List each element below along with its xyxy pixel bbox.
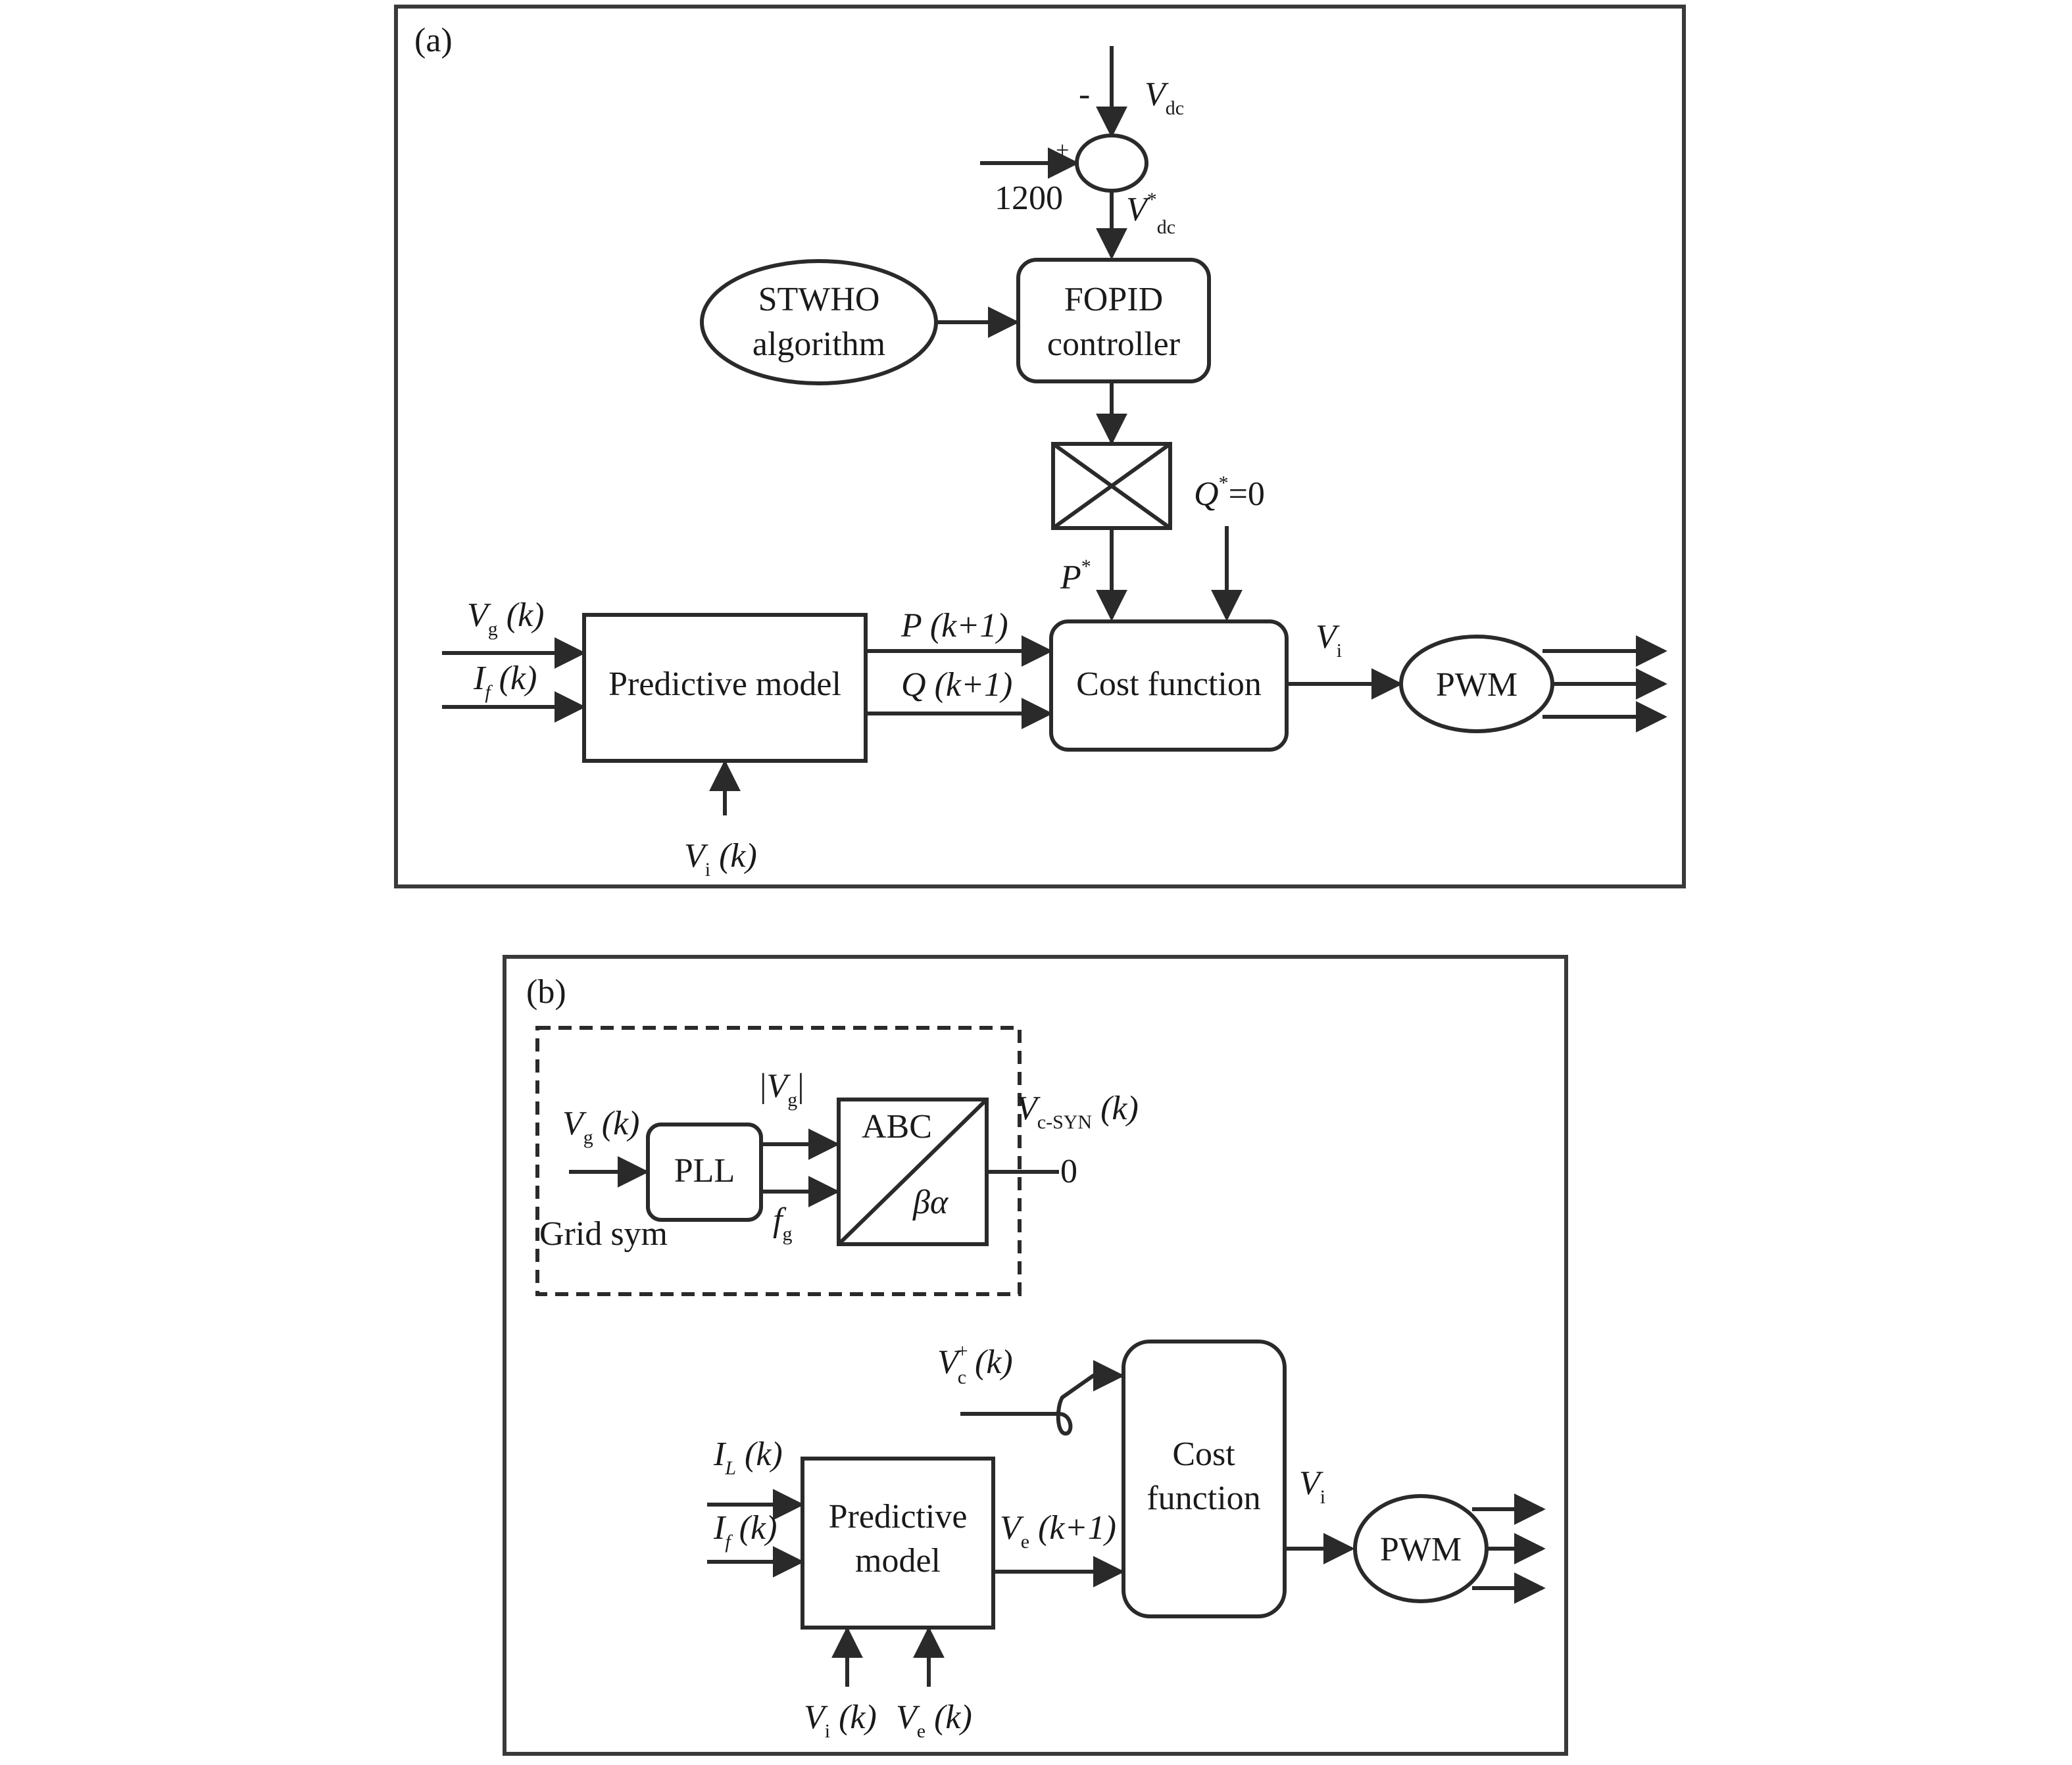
beta-alpha-label: βα: [912, 1184, 949, 1221]
panel-b-frame: [503, 955, 1568, 1756]
vdc-minus-sign: -: [1079, 76, 1090, 113]
if-k-label-a: If (k): [473, 660, 537, 703]
q-ref-label: Q*=0: [1194, 472, 1265, 513]
grid-sym-box: [535, 1026, 1022, 1296]
vg-k-label-b: Vg (k): [562, 1105, 639, 1148]
pll-block: [646, 1123, 763, 1222]
pll-label: PLL: [674, 1152, 735, 1190]
ref-1200-label: 1200: [995, 180, 1063, 217]
vi-label-b: Vi: [1299, 1464, 1325, 1508]
cost-function-label-b-line2: function: [1147, 1480, 1260, 1517]
if-k-label-b: If (k): [713, 1509, 777, 1553]
panel-b: (b) Vg (k) PLL Grid sym |Vg| fg ABC βα V…: [503, 955, 1568, 1756]
il-k-label: IL (k): [713, 1436, 783, 1479]
panel-a-label: (a): [414, 22, 453, 59]
q-next-label: Q (k+1): [901, 666, 1012, 704]
predictive-model-label-b-line2: model: [855, 1542, 941, 1580]
vg-k-label-a: Vg (k): [467, 596, 544, 640]
predictive-model-label-a: Predictive model: [608, 665, 841, 703]
ve-next-label: Ve (k+1): [1000, 1509, 1116, 1553]
p-next-label: P (k+1): [900, 607, 1008, 644]
panel-b-label: (b): [526, 973, 566, 1011]
summing-junction: [1075, 133, 1148, 193]
vi-label-a: Vi: [1316, 618, 1342, 662]
pwm-label-b: PWM: [1380, 1531, 1462, 1568]
vcsyn-zero-label: 0: [1060, 1153, 1077, 1190]
fopid-label-line1: FOPID: [1064, 281, 1163, 318]
vc-plus-label: V+c (k): [937, 1340, 1013, 1388]
ref-plus-sign: +: [1056, 137, 1069, 163]
vi-k-label-b: Vi (k): [804, 1699, 877, 1742]
pwm-label-a: PWM: [1436, 666, 1517, 704]
abc-label: ABC: [862, 1108, 932, 1146]
cost-function-block-b: [1122, 1340, 1287, 1618]
abc-block-diagonal: [837, 1098, 989, 1246]
vc-plus-wire: [960, 1360, 1125, 1436]
vcsyn-label: Vc-SYN (k): [1016, 1090, 1139, 1133]
predictive-model-block-b: [801, 1457, 995, 1630]
fopid-label-line2: controller: [1047, 326, 1180, 363]
ve-k-label-b: Ve (k): [896, 1699, 972, 1742]
cost-function-label-b-line1: Cost: [1172, 1436, 1235, 1473]
grid-sym-label: Grid sym: [539, 1215, 668, 1253]
stwho-algorithm-block: [700, 259, 938, 385]
vdc-ref-label: V*dc: [1126, 189, 1175, 238]
panel-a: (a) - Vdc + 1200 V*dc STWHO algorithm FO…: [394, 5, 1686, 888]
vi-k-label-a: Vi (k): [684, 837, 757, 881]
cost-function-label-a: Cost function: [1076, 665, 1262, 703]
predictive-model-block-a: [582, 613, 868, 763]
p-ref-label: P*: [1060, 556, 1091, 596]
stwho-label-line2: algorithm: [752, 326, 885, 363]
multiplier-cross-2: [1052, 442, 1172, 530]
vg-abs-label: |Vg|: [760, 1067, 804, 1111]
predictive-model-label-b-line1: Predictive: [829, 1498, 968, 1535]
fopid-controller-block: [1016, 258, 1211, 383]
stwho-label-line1: STWHO: [758, 281, 880, 318]
vdc-label: Vdc: [1145, 76, 1184, 119]
